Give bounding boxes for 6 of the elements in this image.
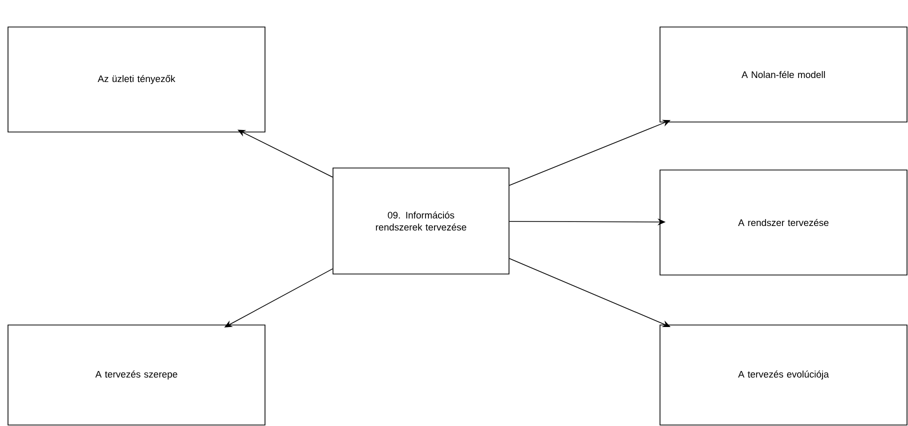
topic-box: A tervezés szerepe bbox=[8, 324, 266, 426]
topic-box: A rendszer tervezése bbox=[660, 170, 908, 276]
topic-box: A tervezés evolúciója bbox=[660, 324, 908, 426]
topic-box: Az üzleti tényezők bbox=[8, 26, 266, 132]
topic-box: A Nolan-féle modell bbox=[660, 26, 908, 122]
topic-box: 09. Információs rendszerek tervezése bbox=[332, 168, 510, 274]
